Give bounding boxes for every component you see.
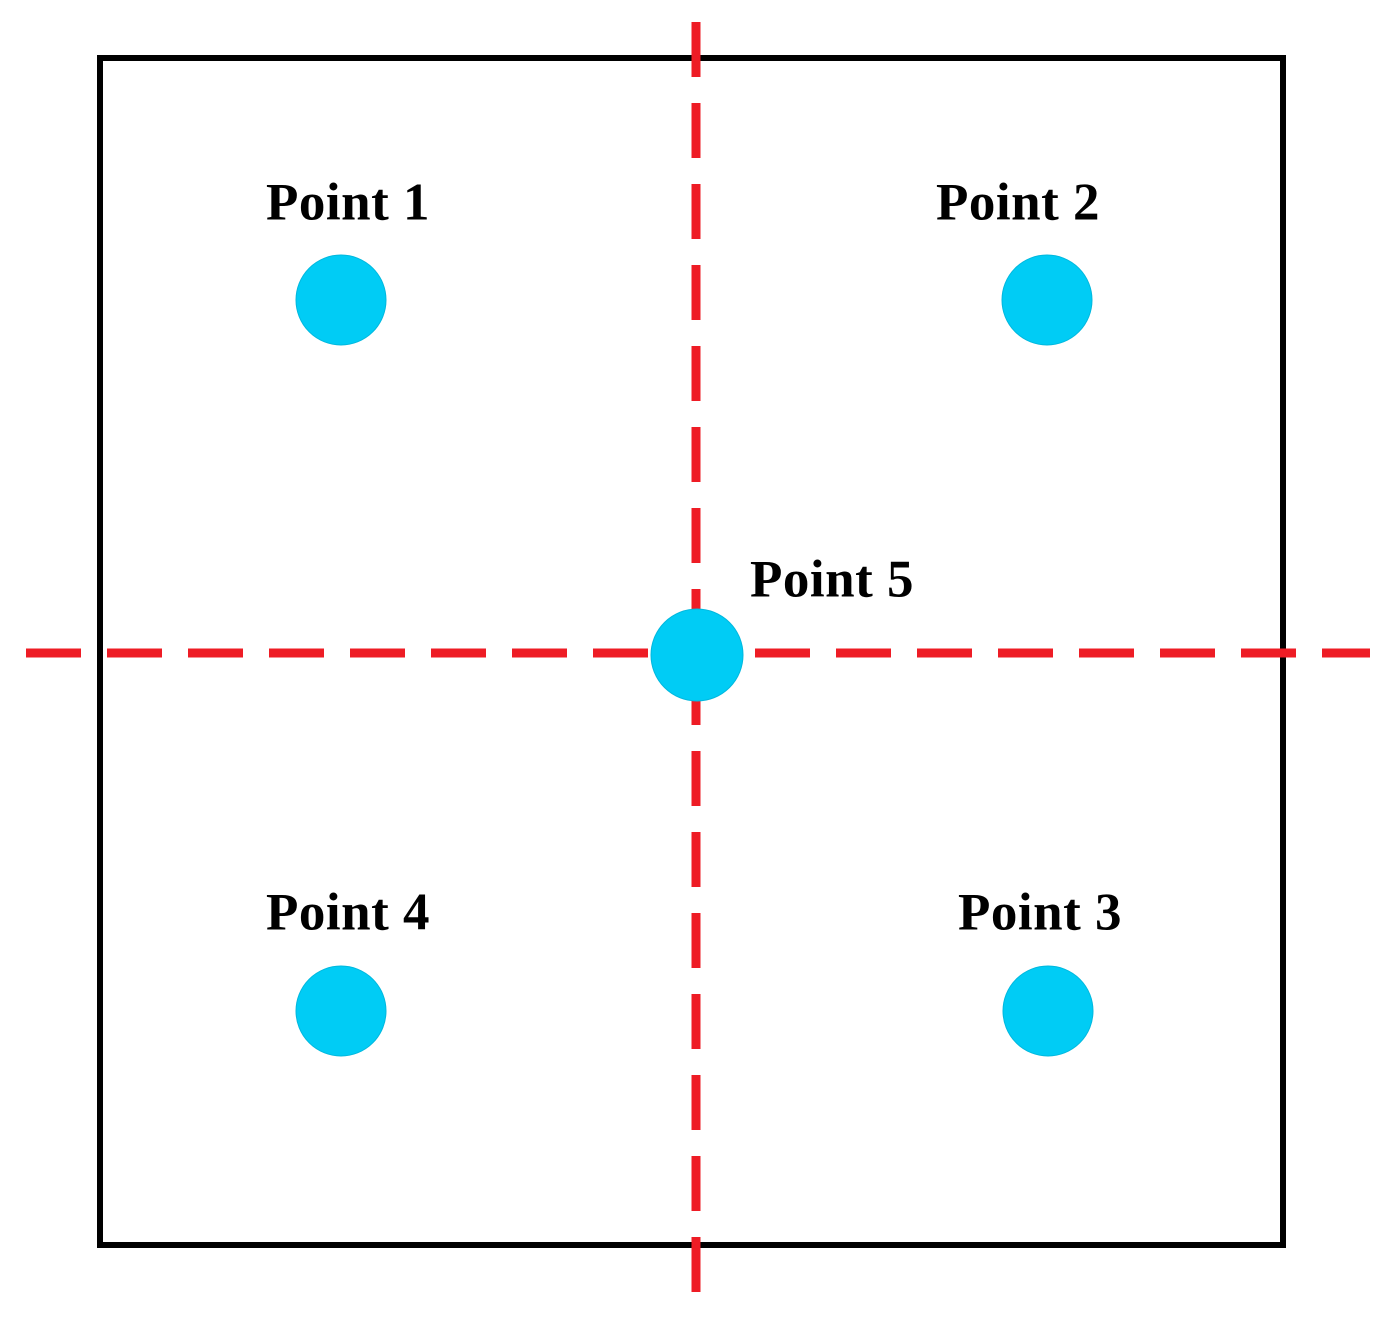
- point-marker-2[interactable]: [1001, 254, 1093, 346]
- point-label-3: Point 3: [958, 883, 1122, 942]
- point-label-2: Point 2: [936, 173, 1100, 232]
- point-marker-3[interactable]: [1002, 965, 1094, 1057]
- point-label-1: Point 1: [266, 173, 430, 232]
- point-label-4: Point 4: [266, 883, 430, 942]
- point-marker-1[interactable]: [295, 254, 387, 346]
- point-marker-5[interactable]: [650, 608, 744, 702]
- point-label-5: Point 5: [750, 550, 914, 609]
- point-marker-4[interactable]: [295, 965, 387, 1057]
